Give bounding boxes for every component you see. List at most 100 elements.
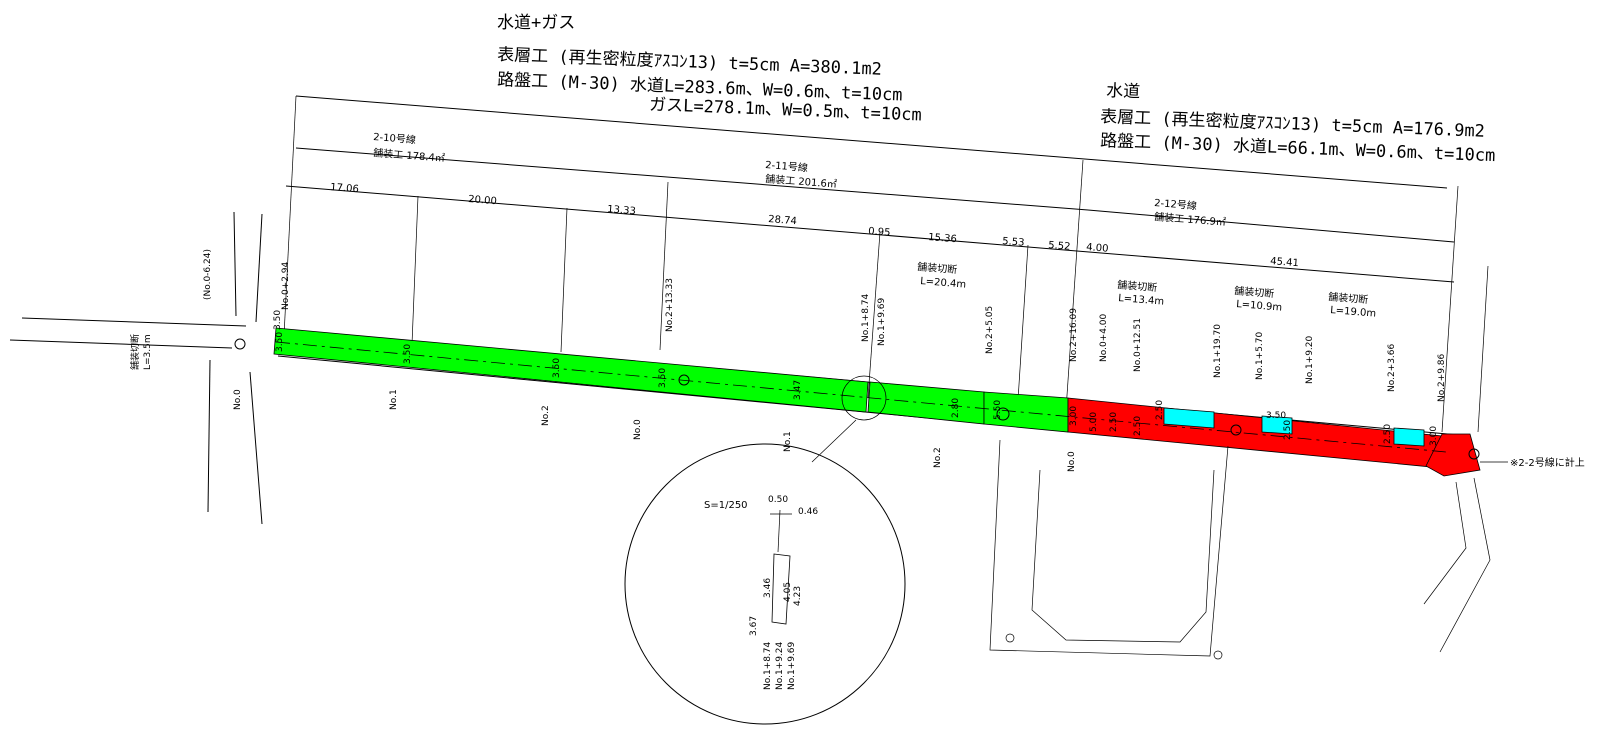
cut-5-length: L=3.5m xyxy=(143,334,153,370)
detail-station-3: No.1+9.69 xyxy=(787,641,797,690)
width-label: 2.50 xyxy=(1283,420,1293,440)
cut-1-title: 舗装切断 xyxy=(917,260,958,276)
cut-4-title: 舗装切断 xyxy=(1328,290,1369,306)
station-21609: No.2+16.09 xyxy=(1069,308,1079,362)
mark-no2-b: No.2 xyxy=(933,447,943,468)
mark-no0-a: No.0 xyxy=(233,389,243,410)
mark-no1-a: No.1 xyxy=(389,389,399,410)
width-label: 3.50 xyxy=(403,344,413,364)
road-edge xyxy=(9,339,233,349)
dim-4-00: 4.00 xyxy=(1086,242,1109,255)
width-label: 3.47 xyxy=(793,380,803,400)
extension-line xyxy=(1065,159,1084,411)
width-label: 3.50 xyxy=(552,358,562,378)
route-211-name: 2-11号線 xyxy=(765,158,809,174)
detail-value-346: 3.46 xyxy=(763,578,773,598)
valve-symbol xyxy=(996,407,1010,421)
extension-line xyxy=(560,207,568,353)
station-1920: No.1+9.20 xyxy=(1305,335,1315,384)
detail-view-circle xyxy=(624,443,906,725)
width-label: 3.50 xyxy=(275,332,285,352)
station-21333: No.2+13.33 xyxy=(665,278,675,332)
width-label: 5.50 xyxy=(993,400,1003,420)
side-road-edge-right xyxy=(1423,481,1467,605)
station-0294: No.0+2.94 xyxy=(281,261,291,310)
dim-0-95: 0.95 xyxy=(868,226,891,239)
detail-value-423: 4.23 xyxy=(793,586,803,606)
route-212-dimension-line xyxy=(1087,209,1455,243)
dim-5-53: 5.53 xyxy=(1002,236,1025,249)
pavement-cyan-3 xyxy=(1393,427,1425,447)
width-label: 5.00 xyxy=(1089,412,1099,432)
detail-value-367: 3.67 xyxy=(749,616,759,636)
detail-shape xyxy=(771,553,791,625)
overall-dimension-line xyxy=(295,95,1448,189)
detail-value-046: 0.46 xyxy=(798,507,818,517)
cut-1-length: L=20.4m xyxy=(920,276,967,291)
cut-5-title: 舗装切断 xyxy=(129,334,141,370)
road-edge xyxy=(21,317,247,327)
detail-scale: S=1/250 xyxy=(704,500,748,511)
cut-2-length: L=13.4m xyxy=(1118,293,1165,308)
extension-line xyxy=(411,195,419,345)
route-210-area: 舗装工 178.4㎡ xyxy=(373,146,446,165)
dim-28-74: 28.74 xyxy=(768,214,797,227)
dim-15-36: 15.36 xyxy=(928,232,957,245)
summary-left-heading: 水道+ガス xyxy=(497,13,575,33)
manhole-symbol xyxy=(1213,650,1223,660)
detail-leader xyxy=(811,419,857,463)
station-1874: No.1+8.74 xyxy=(861,293,871,342)
station-1969: No.1+9.69 xyxy=(877,297,887,346)
width-label: 3.50 xyxy=(273,310,283,330)
pavement-green-210-211 xyxy=(273,327,869,413)
route-211-area: 舗装工 201.6㎡ xyxy=(765,172,838,191)
dim-20-00: 20.00 xyxy=(468,194,497,207)
mark-no0-c: No.0 xyxy=(1067,451,1077,472)
dim-17-06: 17.06 xyxy=(330,182,359,195)
route-212-name: 2-12号線 xyxy=(1154,196,1198,212)
width-label: 2.50 xyxy=(1109,412,1119,432)
cut-4-length: L=19.0m xyxy=(1330,305,1377,320)
mark-no2-a: No.2 xyxy=(541,405,551,426)
dim-13-33: 13.33 xyxy=(607,204,636,217)
station-2366: No.2+3.66 xyxy=(1387,343,1397,392)
valve-symbol xyxy=(1230,424,1242,436)
structure-outline xyxy=(989,439,1229,657)
dim-45-41: 45.41 xyxy=(1270,256,1299,269)
station-11970: No.1+19.70 xyxy=(1213,324,1223,378)
width-label: 2.50 xyxy=(1133,416,1143,436)
valve-symbol xyxy=(678,374,690,386)
segment-dimension-line xyxy=(285,185,1455,283)
station-0400: No.0+4.00 xyxy=(1099,313,1109,362)
width-label: 3.00 xyxy=(1429,426,1439,446)
dim-5-52: 5.52 xyxy=(1048,240,1071,253)
cut-3-title: 舗装切断 xyxy=(1234,284,1275,300)
route-210-211-dimension-line xyxy=(295,147,1089,211)
valve-symbol xyxy=(234,338,246,350)
extension-line xyxy=(1017,244,1029,401)
mark-no0-b: No.0 xyxy=(633,419,643,440)
structure-inner-outline xyxy=(1031,469,1215,643)
width-label: 3.50 xyxy=(1266,411,1286,421)
side-road-edge xyxy=(233,211,237,317)
manhole-symbol xyxy=(1005,633,1015,643)
detail-station-2: No.1+9.24 xyxy=(775,641,785,690)
station-1570: No.1+5.70 xyxy=(1255,331,1265,380)
extension-line xyxy=(283,95,297,337)
side-road-edge-right xyxy=(1439,477,1491,653)
cut-3-length: L=10.9m xyxy=(1236,299,1283,314)
detail-station-1: No.1+8.74 xyxy=(763,641,773,690)
extension-line xyxy=(659,181,669,351)
summary-right-heading: 水道 xyxy=(1106,81,1141,102)
width-label: 2.80 xyxy=(951,398,961,418)
extension-line xyxy=(867,231,881,399)
extension-line xyxy=(1441,185,1459,433)
route-212-area: 舗装工 176.9㎡ xyxy=(1154,210,1227,229)
pavement-red-end xyxy=(1425,433,1481,477)
detail-value-050: 0.50 xyxy=(768,495,788,505)
side-road-edge xyxy=(255,213,263,323)
side-road-edge-right xyxy=(1477,265,1489,433)
detail-callout-circle xyxy=(841,375,887,421)
side-road-edge xyxy=(249,371,263,525)
